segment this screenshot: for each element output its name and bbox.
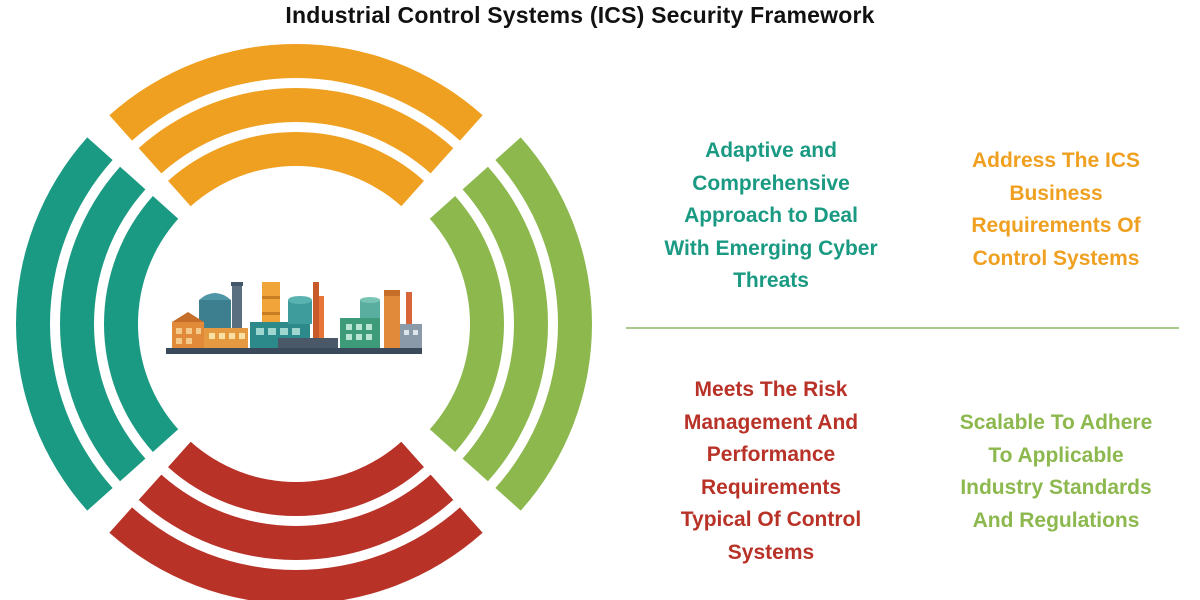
text-line: Address The ICS bbox=[936, 145, 1176, 178]
text-line: Business bbox=[936, 178, 1176, 211]
text-line: Scalable To Adhere bbox=[936, 407, 1176, 440]
text-line: Threats bbox=[637, 265, 905, 298]
text-line: Requirements Of bbox=[936, 210, 1176, 243]
ring-segment-right-3 bbox=[430, 196, 504, 452]
text-line: Comprehensive bbox=[637, 168, 905, 201]
text-block-scalable-standards: Scalable To Adhere To Applicable Industr… bbox=[936, 407, 1176, 537]
text-line: Meets The Risk bbox=[637, 374, 905, 407]
text-line: Performance bbox=[637, 439, 905, 472]
ring-diagram bbox=[0, 0, 620, 600]
text-line: To Applicable bbox=[936, 440, 1176, 473]
text-line: Typical Of Control bbox=[637, 504, 905, 537]
text-line: Systems bbox=[637, 537, 905, 570]
industrial-plant-icon bbox=[166, 282, 422, 354]
text-line: With Emerging Cyber bbox=[637, 233, 905, 266]
text-block-adaptive-approach: Adaptive and Comprehensive Approach to D… bbox=[637, 135, 905, 298]
text-block-risk-management: Meets The Risk Management And Performanc… bbox=[637, 374, 905, 569]
text-line: Adaptive and bbox=[637, 135, 905, 168]
horizontal-divider bbox=[626, 327, 1179, 329]
ring-segment-top-3 bbox=[168, 132, 424, 206]
ring-segment-left-3 bbox=[104, 196, 178, 452]
text-line: Requirements bbox=[637, 472, 905, 505]
text-line: Industry Standards bbox=[936, 472, 1176, 505]
text-line: Approach to Deal bbox=[637, 200, 905, 233]
text-line: Control Systems bbox=[936, 243, 1176, 276]
text-line: Management And bbox=[637, 407, 905, 440]
text-block-business-requirements: Address The ICS Business Requirements Of… bbox=[936, 145, 1176, 275]
ring-segment-bottom-3 bbox=[168, 442, 424, 516]
text-line: And Regulations bbox=[936, 505, 1176, 538]
